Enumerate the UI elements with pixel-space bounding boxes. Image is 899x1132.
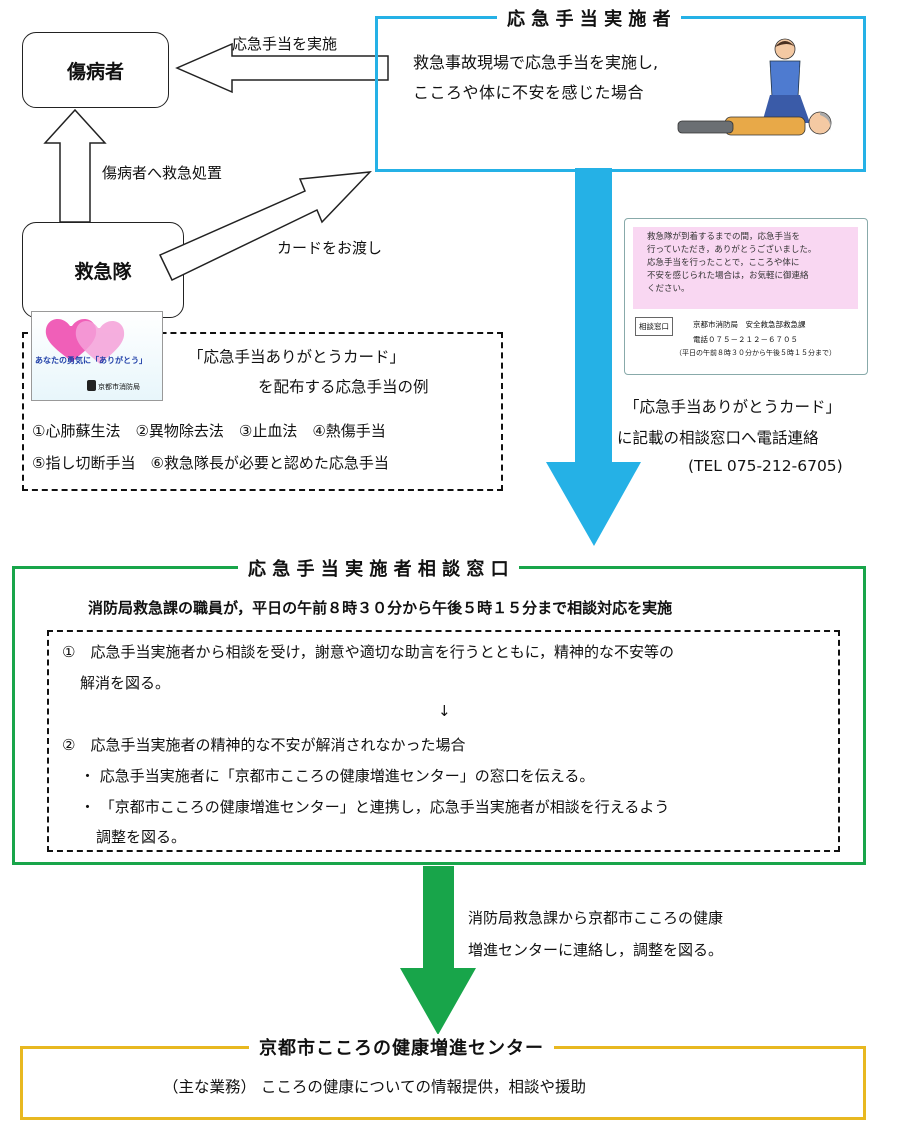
- card-msg-1: 救急隊が到着するまでの間，応急手当を: [647, 232, 801, 242]
- card-message-area: [633, 227, 858, 309]
- injured-node: 傷病者: [22, 32, 169, 108]
- card-hours: （平日の午前８時３０分から午後５時１５分まで）: [675, 349, 836, 357]
- fire-dept-emblem-icon: [87, 380, 96, 391]
- provider-desc-2: こころや体に不安を感じた場合: [413, 83, 645, 102]
- edge-label-card-handover: カードをお渡し: [277, 239, 383, 257]
- provider-title: 応 急 手 当 実 施 者: [497, 5, 681, 31]
- liaison-line1: 消防局救急課から京都市こころの健康: [468, 909, 724, 927]
- green-down-arrow: [400, 866, 476, 1035]
- edge-label-first-aid: 応急手当を実施: [232, 35, 338, 53]
- center-title: 京都市こころの健康増進センター: [249, 1034, 554, 1060]
- patient-hair: [820, 112, 831, 131]
- patient-body: [724, 116, 806, 136]
- card-info-box: [22, 332, 503, 491]
- card-logo-image: あなたの勇気に「ありがとう」 京都市消防局: [31, 311, 163, 401]
- consult-bullet2-line1: ・ 「京都市こころの健康増進センター」と連携し，応急手当実施者が相談を行えるよう: [80, 798, 670, 816]
- rescuer-legs: [762, 95, 810, 123]
- card-msg-4: 不安を感じられた場合は，お気軽に御連絡: [647, 271, 809, 281]
- card-logo-org: 京都市消防局: [98, 383, 140, 391]
- rescuer-hair: [775, 41, 795, 47]
- contact-tel: (TEL 075-212-6705): [688, 457, 843, 475]
- patient-head: [808, 111, 832, 135]
- consult-title: 応 急 手 当 実 施 者 相 談 窓 口: [238, 555, 519, 581]
- card-msg-2: 行っていただき，ありがとうございました。: [647, 245, 817, 255]
- card-window-label: 相談窓口: [635, 317, 673, 336]
- contact-line1: 「応急手当ありがとうカード」: [624, 398, 842, 416]
- patient-legs: [677, 120, 734, 134]
- liaison-line2: 増進センターに連絡し，調整を図る。: [468, 941, 724, 959]
- ambulance-label: 救急隊: [74, 260, 132, 283]
- consult-staff: 消防局救急課の職員が，平日の午前８時３０分から午後５時１５分まで相談対応を実施: [88, 599, 673, 617]
- card-phone: 電話０７５－２１２－６７０５: [693, 335, 798, 344]
- aid-examples-line1: ①心肺蘇生法 ②異物除去法 ③止血法 ④熱傷手当: [32, 422, 386, 440]
- arrow-emergency-treatment: [43, 108, 107, 223]
- edge-label-emergency-treatment: 傷病者へ救急処置: [102, 164, 223, 182]
- card-message: 救急隊が到着するまでの間，応急手当を 行っていただき，ありがとうございました。 …: [647, 231, 816, 296]
- card-dist-line1: 「応急手当ありがとうカード」: [188, 348, 406, 366]
- thank-you-card-image: 救急隊が到着するまでの間，応急手当を 行っていただき，ありがとうございました。 …: [624, 218, 868, 375]
- card-msg-5: ください。: [647, 284, 690, 294]
- card-dist-line2: を配布する応急手当の例: [258, 378, 429, 396]
- cpr-illustration: [677, 38, 832, 136]
- aid-examples-line2: ⑤指し切断手当 ⑥救急隊長が必要と認めた応急手当: [32, 454, 389, 472]
- consult-item1-line1: ① 応急手当実施者から相談を受け，謝意や適切な助言を行うとともに，精神的な不安等…: [62, 643, 674, 661]
- cyan-down-arrow: [546, 168, 641, 546]
- ambulance-node: 救急隊: [22, 222, 184, 318]
- consult-item1-line2: 解消を図る。: [80, 674, 171, 692]
- provider-desc-1: 救急事故現場で応急手当を実施し,: [413, 53, 659, 72]
- arrow-card-handover: [158, 171, 372, 282]
- consult-steps-box: [47, 630, 840, 852]
- consult-item2: ② 応急手当実施者の精神的な不安が解消されなかった場合: [62, 736, 466, 754]
- arrow-first-aid: [175, 42, 389, 94]
- consult-bullet2-line2: 調整を図る。: [96, 828, 187, 846]
- center-duties: （主な業務） こころの健康についての情報提供，相談や援助: [163, 1078, 586, 1096]
- card-dept: 京都市消防局 安全救急部救急課: [693, 320, 806, 329]
- card-msg-3: 応急手当を行ったことで，こころや体に: [647, 258, 800, 268]
- contact-line2: に記載の相談窓口へ電話連絡: [617, 429, 819, 447]
- injured-label: 傷病者: [66, 60, 124, 83]
- hearts-icon: [45, 319, 125, 364]
- consult-bullet1: ・ 応急手当実施者に「京都市こころの健康増進センター」の窓口を伝える。: [80, 767, 595, 785]
- consult-step-arrow: ↓: [438, 702, 451, 720]
- card-logo-text: あなたの勇気に「ありがとう」: [35, 356, 147, 365]
